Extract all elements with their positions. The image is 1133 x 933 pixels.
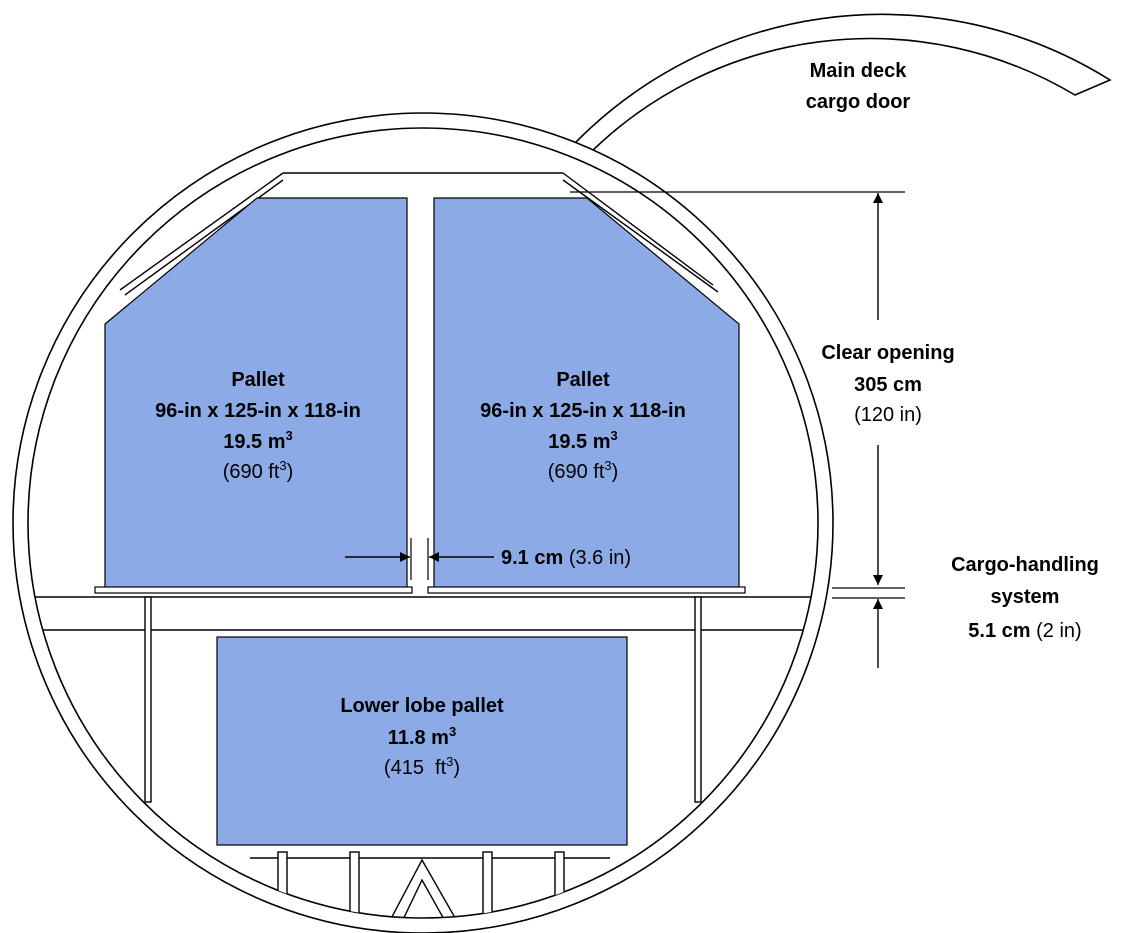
gap-value-imperial: (3.6 in) (563, 547, 631, 569)
floor-post-right (694, 596, 702, 803)
pallet-right-title: Pallet (556, 369, 610, 391)
gap-value-metric: 9.1 cm (501, 547, 563, 569)
truss-diagonal (397, 878, 451, 918)
superscript: 3 (446, 754, 453, 769)
pallet-right-volume-metric: 19.5 m (548, 431, 610, 453)
chs-value: 5.1 cm (2 in) (968, 620, 1081, 642)
frame-left-upper (119, 172, 284, 291)
truss-post (349, 851, 360, 918)
superscript: 3 (604, 458, 611, 473)
truss-diagonal (384, 858, 463, 918)
imperial-post: ) (612, 461, 619, 483)
pallet-base-right (427, 586, 746, 594)
pallet-right-volume-imperial: (690 ft3) (548, 458, 619, 483)
imperial-pre: (415 ft (384, 757, 447, 779)
imperial-pre: (690 ft (223, 461, 280, 483)
pallet-left-volume: 19.5 m3 (223, 428, 293, 453)
chs-value-metric: 5.1 cm (968, 620, 1030, 642)
pallet-right-volume: 19.5 m3 (548, 428, 618, 453)
imperial-pre: (690 ft (548, 461, 605, 483)
pallet-lower-volume-metric: 11.8 m (388, 727, 449, 749)
pallet-right-dims: 96-in x 125-in x 118-in (480, 400, 686, 422)
pallet-left-dims: 96-in x 125-in x 118-in (155, 400, 361, 422)
superscript: 3 (286, 428, 293, 443)
gap-value: 9.1 cm (3.6 in) (501, 547, 631, 569)
clear-opening-value: 305 cm (854, 374, 922, 396)
truss-post (482, 851, 493, 918)
pallet-left-volume-metric: 19.5 m (223, 431, 285, 453)
cargo-door (560, 13, 1112, 159)
clear-opening-imperial: (120 in) (854, 404, 922, 426)
pallet-base-left (94, 586, 413, 594)
superscript: 3 (449, 724, 456, 739)
door-label-line1: Main deck (810, 60, 908, 82)
pallet-right (433, 197, 740, 591)
fuselage-inner (27, 127, 819, 919)
pallet-left (104, 197, 408, 591)
chs-label-line2: system (991, 586, 1060, 608)
pallet-left-title: Pallet (231, 369, 285, 391)
pallet-lower-volume: 11.8 m3 (388, 724, 456, 749)
pallet-lower-title: Lower lobe pallet (340, 695, 504, 717)
pallet-left-volume-imperial: (690 ft3) (223, 458, 294, 483)
imperial-post: ) (287, 461, 294, 483)
pallet-lower (216, 636, 628, 846)
imperial-post: ) (453, 757, 460, 779)
door-label-line2: cargo door (806, 91, 911, 113)
chs-value-imperial: (2 in) (1031, 620, 1082, 642)
frame-right-lower (562, 179, 719, 293)
pallet-lower-volume-imperial: (415 ft3) (384, 754, 460, 779)
floor-post-left (144, 596, 152, 803)
superscript: 3 (279, 458, 286, 473)
clear-opening-label: Clear opening (821, 342, 954, 364)
chs-label-line1: Cargo-handling (951, 554, 1099, 576)
superscript: 3 (611, 428, 618, 443)
